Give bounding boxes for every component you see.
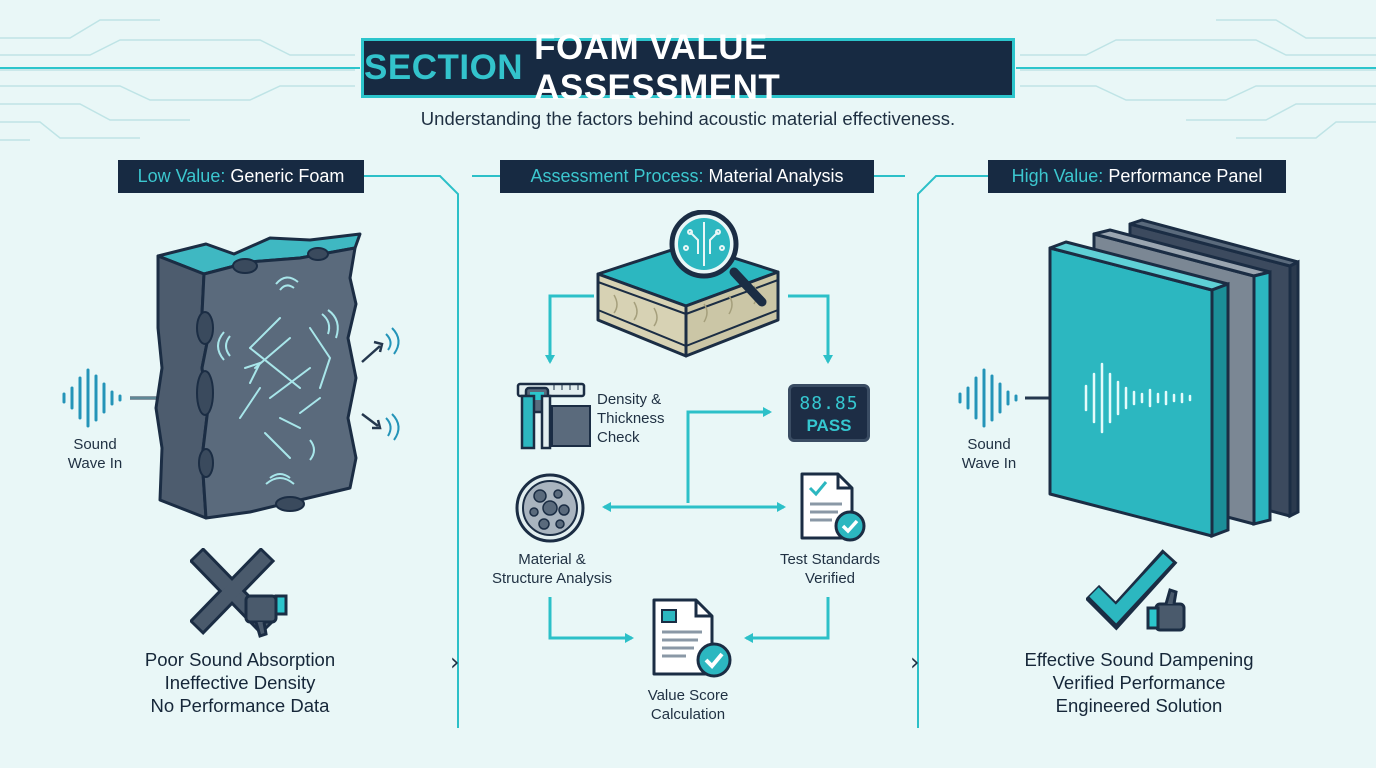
section-label-process: Assessment Process: Material Analysis bbox=[500, 160, 874, 193]
pass-reading: 88.85 bbox=[799, 393, 859, 414]
density-line2: Thickness bbox=[597, 410, 665, 427]
sound-in-left-line1: Sound bbox=[73, 436, 117, 453]
material-structure-icon bbox=[515, 473, 585, 543]
standards-line1: Test Standards bbox=[779, 551, 881, 568]
caliper-icon bbox=[516, 382, 591, 450]
density-line3: Check bbox=[597, 429, 640, 446]
low-bullet-1: Poor Sound Absorption bbox=[144, 649, 336, 670]
value-score-document-icon bbox=[652, 598, 732, 678]
sound-in-label-right: Sound Wave In bbox=[944, 435, 1034, 473]
sound-in-right-line2: Wave In bbox=[961, 455, 1017, 472]
chevron-right-icon-2: › bbox=[910, 648, 920, 676]
section-title-process: Material Analysis bbox=[708, 166, 844, 186]
process-arrows bbox=[545, 294, 833, 643]
title-main: FOAM VALUE ASSESSMENT bbox=[534, 28, 781, 107]
material-line2: Structure Analysis bbox=[491, 570, 613, 587]
material-line1: Material & bbox=[518, 551, 586, 568]
section-accent-low: Low Value: bbox=[137, 166, 226, 186]
circuit-right bbox=[1020, 19, 1376, 139]
section-label-low: Low Value: Generic Foam bbox=[118, 160, 364, 193]
verified-document-icon bbox=[800, 472, 866, 542]
sound-in-left-line2: Wave In bbox=[67, 455, 123, 472]
sound-in-right-line1: Sound bbox=[967, 436, 1011, 453]
high-bullet-3: Engineered Solution bbox=[1055, 695, 1223, 716]
high-bullet-2: Verified Performance bbox=[1052, 672, 1226, 693]
section-title-high: Performance Panel bbox=[1108, 166, 1263, 186]
x-mark-thumbs-down-icon bbox=[190, 548, 288, 638]
circuit-left bbox=[0, 19, 355, 141]
sound-wave-icon-right bbox=[958, 368, 1018, 428]
score-line1: Value Score bbox=[647, 687, 729, 704]
section-label-high: High Value: Performance Panel bbox=[988, 160, 1286, 193]
high-value-bullets: Effective Sound Dampening Verified Perfo… bbox=[1000, 648, 1278, 717]
generic-foam-block-icon bbox=[154, 232, 362, 520]
sound-wave-icon-left bbox=[62, 368, 122, 428]
pass-display: 88.85 PASS bbox=[788, 384, 870, 442]
low-bullet-2: Ineffective Density bbox=[164, 672, 316, 693]
high-bullet-1: Effective Sound Dampening bbox=[1024, 649, 1254, 670]
section-accent-process: Assessment Process: bbox=[530, 166, 704, 186]
score-line2: Calculation bbox=[650, 706, 726, 723]
page-subtitle: Understanding the factors behind acousti… bbox=[420, 108, 956, 129]
section-dividers bbox=[364, 175, 988, 728]
check-mark-thumbs-up-icon bbox=[1086, 549, 1186, 632]
chevron-right-icon: › bbox=[450, 648, 460, 676]
low-value-bullets: Poor Sound Absorption Ineffective Densit… bbox=[110, 648, 370, 717]
value-score-label: Value Score Calculation bbox=[618, 686, 758, 724]
scatter-wave-icons bbox=[361, 327, 400, 441]
section-accent-high: High Value: bbox=[1011, 166, 1104, 186]
density-check-label: Density & Thickness Check bbox=[597, 390, 687, 447]
material-analysis-label: Material & Structure Analysis bbox=[478, 550, 626, 588]
section-title-low: Generic Foam bbox=[230, 166, 345, 186]
pass-status: PASS bbox=[806, 416, 852, 435]
acoustic-panel-magnifier-icon bbox=[596, 210, 780, 358]
performance-panel-icon bbox=[1048, 218, 1300, 539]
title-accent: SECTION bbox=[364, 48, 524, 87]
sound-in-label-left: Sound Wave In bbox=[50, 435, 140, 473]
density-line1: Density & bbox=[597, 391, 662, 408]
low-bullet-3: No Performance Data bbox=[150, 695, 330, 716]
standards-line2: Verified bbox=[804, 570, 856, 587]
test-standards-label: Test Standards Verified bbox=[756, 550, 904, 588]
page-title: SECTION FOAM VALUE ASSESSMENT bbox=[361, 28, 1015, 107]
